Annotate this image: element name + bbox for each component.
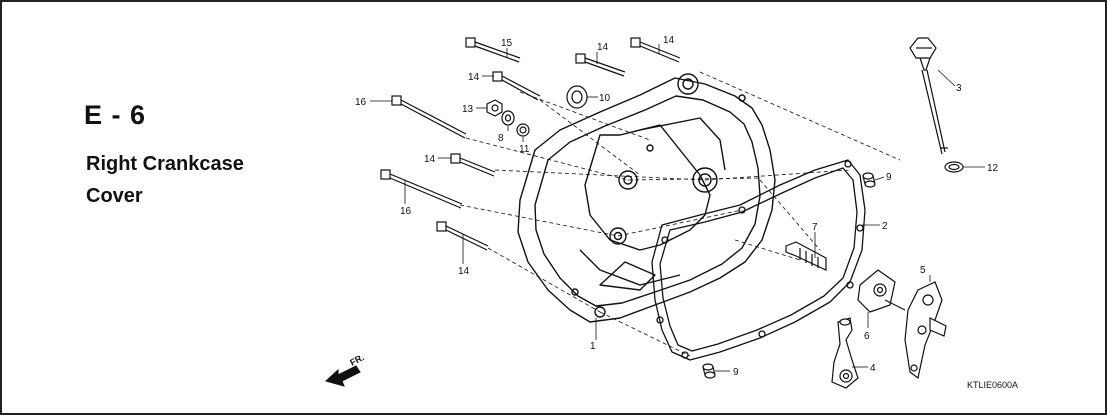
callout-16: 16	[355, 97, 367, 108]
callout-4: 4	[870, 363, 876, 374]
callout-1: 1	[590, 341, 596, 352]
callout-7: 7	[812, 222, 818, 233]
hardware	[486, 85, 588, 137]
callout-16: 16	[400, 206, 412, 217]
bolt-16-lower	[380, 169, 463, 209]
bolt-14-upper-left	[492, 71, 541, 101]
callout-2: 2	[882, 221, 888, 232]
dowel-pin-upper	[862, 172, 876, 188]
arm-4	[831, 317, 859, 389]
section-title: Right Crankcase Cover	[86, 148, 244, 212]
dowel-pins	[702, 172, 876, 379]
bolt-14-bottom	[436, 221, 489, 251]
callouts: 15 14 14 14 16 13 10 8 11 14 16 14 3 12 …	[355, 35, 999, 378]
callout-13: 13	[462, 104, 474, 115]
bolt-14-top	[575, 53, 626, 77]
callout-6: 6	[864, 331, 870, 342]
callout-14: 14	[597, 42, 609, 53]
callout-11: 11	[519, 144, 530, 155]
callout-3: 3	[956, 83, 962, 94]
callout-14: 14	[468, 72, 480, 83]
bolt-16-top	[391, 95, 467, 139]
reference-code: KTLIE0600A	[967, 380, 1018, 390]
dowel-pin-lower	[702, 363, 716, 379]
bolts	[380, 37, 681, 251]
lever-5	[904, 281, 947, 380]
leader-lines	[370, 44, 985, 372]
callout-10: 10	[599, 93, 611, 104]
crankcase-cover	[517, 73, 776, 323]
bolt-15	[465, 37, 521, 63]
callout-14: 14	[663, 35, 675, 46]
plate-6	[857, 269, 906, 313]
callout-15: 15	[501, 38, 513, 49]
section-code: E - 6	[84, 100, 147, 130]
callout-12: 12	[987, 163, 999, 174]
section-title-line2: Cover	[86, 185, 143, 207]
gasket	[651, 159, 866, 361]
oil-dipstick	[909, 37, 964, 173]
section-title-line1: Right Crankcase	[86, 153, 244, 175]
callout-8: 8	[498, 133, 504, 144]
callout-9: 9	[886, 172, 892, 183]
oring-12	[944, 161, 964, 173]
callout-14: 14	[458, 266, 470, 277]
bolt-14-top-right	[630, 37, 681, 63]
bolt-14-middle	[450, 153, 496, 177]
shaft-7	[785, 241, 827, 271]
callout-14: 14	[424, 154, 436, 165]
front-direction-arrow: FR.	[324, 352, 366, 387]
callout-9: 9	[733, 367, 739, 378]
callout-5: 5	[920, 265, 926, 276]
arrow-left-icon	[324, 365, 361, 387]
direction-label: FR.	[348, 352, 365, 368]
alignment-lines	[459, 71, 901, 357]
